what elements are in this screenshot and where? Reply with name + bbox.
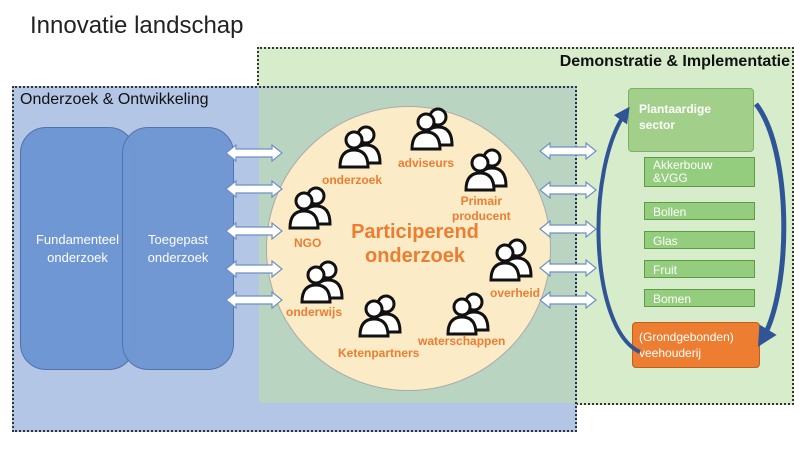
cycle-arrow-left	[596, 106, 641, 354]
onderzoek-title: Onderzoek & Ontwikkeling	[20, 91, 209, 108]
right-double-arrows	[539, 141, 597, 310]
toegepast-label: Toegepast onderzoek	[147, 231, 209, 265]
participerend-onderzoek-label: Participerend onderzoek	[351, 221, 479, 267]
actor-onderwijs: onderwijs	[286, 305, 343, 319]
sector-bomen: Bomen	[644, 289, 755, 307]
person-group-icon	[464, 148, 508, 192]
actor-adviseurs: adviseurs	[398, 156, 455, 170]
actor-ngo: NGO	[294, 236, 322, 250]
demonstratie-title: Demonstratie & Implementatie	[559, 53, 790, 70]
double-arrow	[539, 141, 597, 161]
actor-waterschappen: waterschappen	[418, 334, 506, 348]
left-double-arrows	[225, 143, 283, 310]
sector-label: Glas	[653, 234, 678, 248]
double-arrow	[539, 180, 597, 200]
double-arrow	[225, 143, 283, 163]
double-arrow	[539, 258, 597, 278]
double-arrow	[225, 290, 283, 310]
sector-fruit: Fruit	[644, 260, 755, 278]
double-arrow	[539, 290, 597, 310]
fundamenteel-onderzoek-pill: Fundamenteel onderzoek	[20, 127, 135, 370]
sector-label: Bollen	[653, 205, 687, 219]
cycle-arrow-right	[754, 102, 787, 347]
person-group-icon	[410, 107, 454, 151]
plantaardige-sector-box: Plantaardige sector	[628, 88, 754, 152]
page-title: Innovatie landschap	[30, 12, 244, 39]
person-group-icon	[489, 238, 533, 282]
veehouderij-label: (Grondgebonden) veehouderij	[639, 330, 734, 360]
person-group-icon	[288, 186, 332, 230]
sector-bollen: Bollen	[644, 202, 755, 220]
actor-onderzoek: onderzoek	[322, 173, 383, 187]
double-arrow	[539, 219, 597, 239]
actor-primair-producent: Primair producent	[452, 194, 511, 223]
fundamenteel-label: Fundamenteel onderzoek	[35, 231, 120, 265]
veehouderij-box: (Grondgebonden) veehouderij	[632, 322, 760, 368]
sector-label: Bomen	[653, 292, 692, 306]
person-group-icon	[338, 125, 382, 169]
plantaardige-sector-label: Plantaardige sector	[639, 102, 712, 132]
person-group-icon	[358, 294, 402, 338]
toegepast-onderzoek-pill: Toegepast onderzoek	[122, 127, 234, 370]
double-arrow	[225, 221, 283, 241]
sector-label: Akkerbouw &VGG	[653, 158, 713, 185]
double-arrow	[225, 259, 283, 279]
sector-akkerbouw: Akkerbouw &VGG	[644, 157, 755, 187]
sector-glas: Glas	[644, 231, 755, 249]
double-arrow	[225, 179, 283, 199]
person-group-icon	[300, 260, 344, 304]
actor-ketenpartners: Ketenpartners	[338, 346, 420, 360]
person-group-icon	[446, 292, 490, 336]
sector-label: Fruit	[653, 263, 677, 277]
actor-overheid: overheid	[490, 286, 541, 300]
